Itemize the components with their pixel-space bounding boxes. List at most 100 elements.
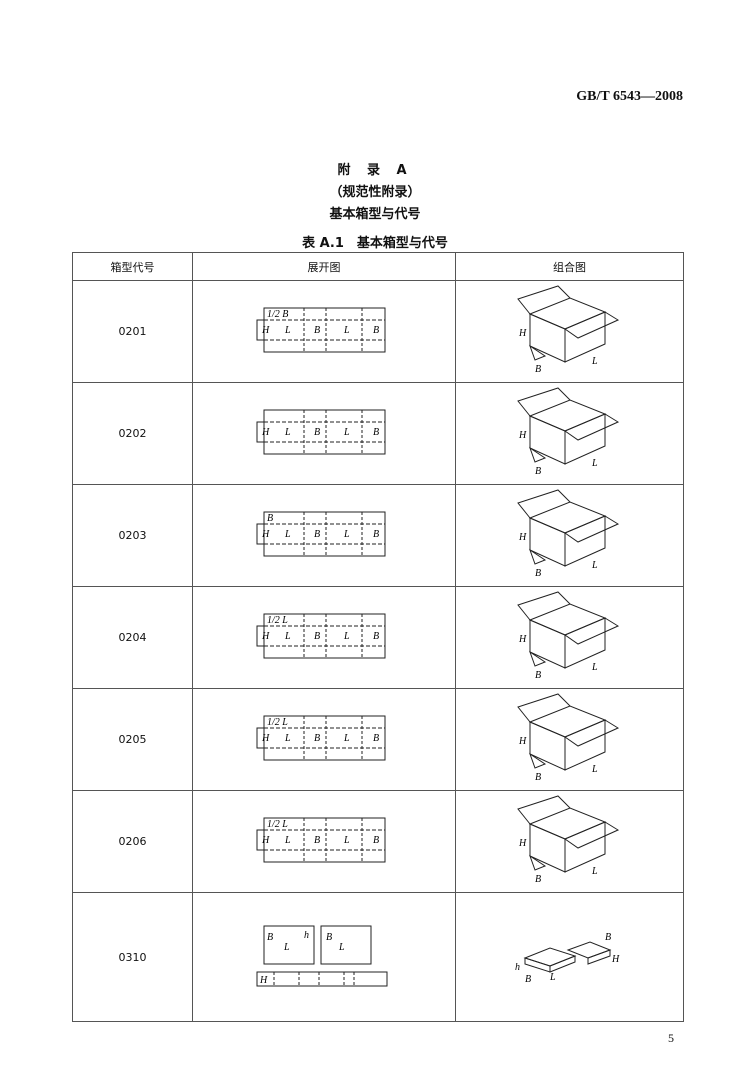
net-label: L: [283, 942, 290, 953]
net-label: L: [343, 835, 350, 846]
box-label: B: [535, 670, 541, 681]
net-label: L: [343, 529, 350, 540]
net-label: L: [284, 427, 291, 438]
net-label: B: [373, 631, 379, 642]
assembled-box-diagram: HBL: [516, 693, 619, 783]
net-label: 1/2 L: [267, 819, 288, 830]
net-label: H: [261, 325, 270, 336]
assembled-cell: H B L: [455, 382, 684, 485]
box-label: H: [518, 838, 527, 849]
net-label: B: [314, 835, 320, 846]
net-label: B: [373, 325, 379, 336]
appendix-title: 附 录 A: [337, 163, 413, 178]
net-label: h: [304, 930, 309, 941]
net-label: H: [261, 733, 270, 744]
net-label: 1/2 L: [267, 615, 288, 626]
box-label: H: [518, 634, 527, 645]
assembled-cell: H B L: [455, 280, 684, 383]
box-label: B: [535, 772, 541, 783]
net-label: L: [284, 835, 291, 846]
box-label: B: [525, 974, 531, 985]
page-number: 5: [668, 1031, 674, 1045]
box-label: L: [591, 764, 598, 775]
box-code: 0202: [72, 382, 193, 485]
box-label: L: [549, 972, 556, 983]
net-label: L: [284, 529, 291, 540]
box-label: H: [611, 954, 620, 965]
table-row: 0204 H L B L B 1/2 L H B L: [72, 586, 684, 689]
net-label: H: [261, 529, 270, 540]
col-header-code: 箱型代号: [72, 252, 193, 281]
box-label: H: [518, 328, 527, 339]
assembled-cell: H B L: [455, 790, 684, 893]
net-label: L: [284, 631, 291, 642]
net-label: H: [259, 975, 268, 986]
box-label: B: [605, 932, 611, 943]
box-label: L: [591, 866, 598, 877]
box-code: 0204: [72, 586, 193, 689]
net-label: H: [261, 427, 270, 438]
box-label: L: [591, 356, 598, 367]
box-label: L: [591, 560, 598, 571]
box-code: 0201: [72, 280, 193, 383]
table-caption: 表 A.1 基本箱型与代号: [302, 236, 448, 251]
assembled-box-diagram: H B L: [516, 591, 619, 681]
net-label: L: [284, 733, 291, 744]
box-label: B: [535, 568, 541, 579]
box-label: h: [515, 962, 520, 973]
net-label: L: [284, 325, 291, 336]
net-label: H: [261, 631, 270, 642]
net-label: B: [326, 932, 332, 943]
assembled-cell: H B L: [455, 484, 684, 587]
net-label: B: [373, 733, 379, 744]
box-label: H: [518, 430, 527, 441]
box-label: L: [591, 662, 598, 673]
net-label: L: [338, 942, 345, 953]
net-label: B: [373, 427, 379, 438]
box-label: B: [535, 364, 541, 375]
net-label: B: [373, 529, 379, 540]
box-code: 0203: [72, 484, 193, 587]
assembled-box-diagram: H B L: [516, 285, 619, 375]
box-label: B: [535, 874, 541, 885]
assembled-box-diagram: H B L: [516, 795, 619, 885]
net-label: 1/2 L: [267, 717, 288, 728]
appendix-name: 基本箱型与代号: [329, 207, 421, 222]
net-label: B: [267, 513, 273, 524]
net-label: L: [343, 733, 350, 744]
box-label: L: [591, 458, 598, 469]
net-label: B: [314, 427, 320, 438]
standard-number: GB/T 6543—2008: [576, 89, 683, 104]
assembled-box-diagram: H B L: [516, 387, 619, 477]
net-label: H: [261, 835, 270, 846]
net-label: B: [314, 529, 320, 540]
net-label: L: [343, 325, 350, 336]
box-code: 0205: [72, 688, 193, 791]
appendix-subtitle: （规范性附录）: [329, 185, 421, 200]
net-label: B: [267, 932, 273, 943]
col-header-assembled: 组合图: [455, 252, 684, 281]
box-label: H: [518, 532, 527, 543]
box-label: B: [535, 466, 541, 477]
